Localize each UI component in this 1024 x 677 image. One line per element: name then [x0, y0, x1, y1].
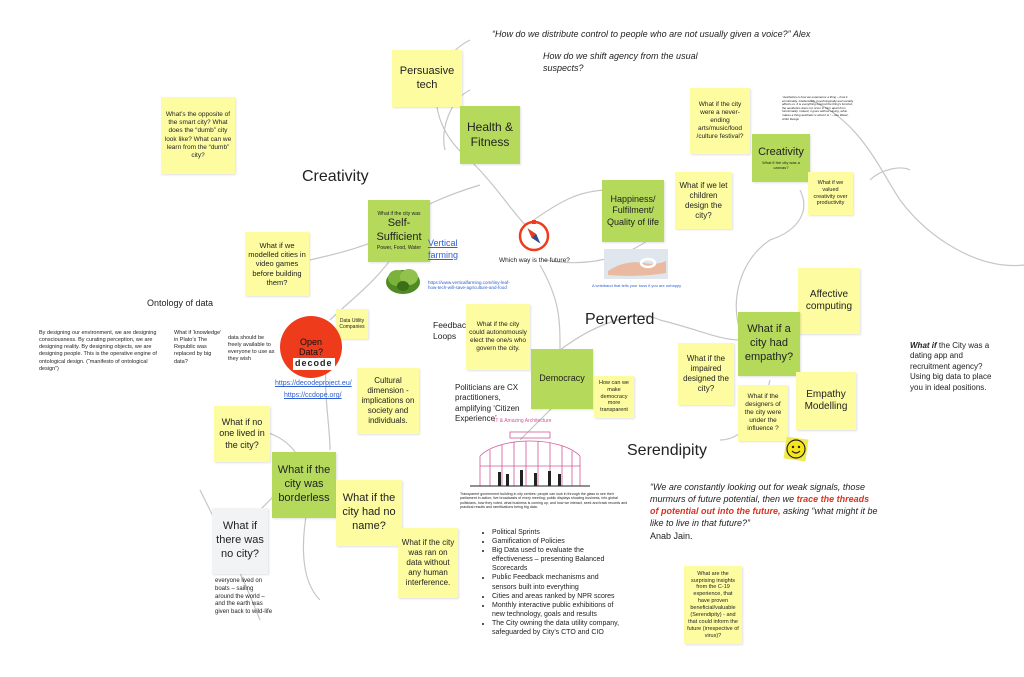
hand-caption: A wristband that tells your boss if you …	[592, 283, 682, 288]
note-city-canvas: What if the city was a canvas?	[762, 159, 800, 170]
note-self-sufficient-sub: Power, Food, Water	[377, 244, 421, 251]
bullet-item: Gamification of Policies	[492, 537, 622, 546]
link-decode-project[interactable]: https://decodeproject.eu/	[275, 380, 352, 387]
boats-text: everyone lived on boats – sailing around…	[215, 578, 273, 616]
note-health-fitness: Health & Fitness	[460, 106, 520, 164]
note-empathy-modelling: Empathy Modelling	[796, 372, 856, 430]
data-free-text: data should be freely available to every…	[228, 335, 275, 363]
note-no-one-lived: What if no one lived in the city?	[214, 406, 270, 462]
lettuce-icon	[386, 269, 420, 294]
note-self-sufficient-question: What if the city was	[377, 211, 421, 217]
parliament-caption: Transparent government building in city …	[460, 492, 628, 510]
heading-ontology: Ontology of data	[147, 298, 214, 308]
link-ccdope[interactable]: https://ccdope.org/	[284, 392, 342, 399]
note-opposite-smart-city: What’s the opposite of the smart city? W…	[161, 97, 235, 174]
compass-caption: Which way is the future?	[499, 257, 570, 264]
link-vertical-farming[interactable]: Vertical farming	[428, 238, 459, 260]
compass-icon	[518, 220, 550, 252]
note-impaired-designed: What if the impaired designed the city?	[678, 343, 734, 405]
heading-feedback-loops: Feedback Loops	[433, 320, 471, 342]
heading-serendipity: Serendipity	[627, 442, 708, 459]
note-borderless: What if the city was borderless	[272, 452, 336, 518]
note-valued-creativity: What if we valued creativity over produc…	[808, 172, 853, 215]
note-never-ending-festival: What if the city were a never-ending art…	[690, 88, 750, 154]
note-autonomously-elect: What if the city could autonomously elec…	[466, 304, 530, 370]
vertical-farming-url[interactable]: https://www.verticalfarming.com/tiny-lea…	[428, 280, 510, 291]
bullet-item: Monthly interactive public exhibitions o…	[492, 601, 622, 619]
note-persuasive-tech: Persuasive tech	[392, 50, 462, 107]
note-no-city: What if there was no city?	[212, 508, 268, 574]
ontology-text: By designing our environment, we are des…	[39, 330, 157, 372]
bullet-item: Cities and areas ranked by NPR scores	[492, 592, 622, 601]
smiley-icon	[783, 436, 809, 462]
note-children-design: What if we let children design the city?	[675, 172, 732, 229]
dating-app-text: What if the City was a dating app and re…	[910, 341, 1002, 393]
bullet-item: The City owning the data utility company…	[492, 619, 622, 637]
note-transparent-democracy: How can we make democracy more transpare…	[594, 376, 634, 418]
open-data-label: Open Data?	[298, 337, 324, 357]
note-self-sufficient-title: Self-Sufficient	[376, 217, 422, 243]
note-democracy: Democracy	[531, 349, 593, 409]
note-video-games: What if we modelled cities in video game…	[245, 232, 309, 296]
note-happiness: Happiness/ Fulfilment/ Quality of life	[602, 180, 664, 242]
note-surprising-insights: What are the surprising insights from th…	[684, 566, 742, 644]
quote-anab-highlight: trace the threads of potential out into …	[650, 494, 870, 517]
quote-agency: How do we shift agency from the usual su…	[543, 51, 698, 73]
dating-what-if: What if	[910, 341, 937, 350]
quote-anab-author: Anab Jain.	[650, 530, 693, 541]
quote-alex: “How do we distribute control to people …	[492, 29, 811, 39]
heading-creativity: Creativity	[302, 168, 369, 185]
note-city-empathy: What if a city had empathy?	[738, 312, 800, 376]
note-creativity: Creativity What if the city was a canvas…	[752, 134, 810, 182]
aesthetics-quote: “Aesthetics is how we experience a thing…	[782, 95, 854, 121]
note-no-name: What if the city had no name?	[336, 480, 402, 546]
dating-rest: the City was a dating app and recruitmen…	[910, 341, 992, 392]
decode-logo: decode	[293, 358, 335, 370]
note-creativity-title: Creativity	[758, 146, 804, 159]
note-self-sufficient: What if the city was Self-Sufficient Pow…	[368, 200, 430, 262]
bullet-item: Political Sprints	[492, 528, 622, 537]
quote-anab-part3: asking “what might it be like to live in…	[650, 506, 878, 529]
bullet-item: Big Data used to evaluate the effectiven…	[492, 546, 622, 573]
knowledge-text: What if ‘knowledge’ in Plato’s The Repub…	[174, 330, 222, 365]
hand-icon	[604, 249, 668, 279]
bullet-item: Public Feedback mechanisms and sensors b…	[492, 573, 622, 591]
note-affective-computing: Affective computing	[798, 268, 860, 334]
link-amazing-architecture[interactable]: IT & Amazing Architecture	[494, 418, 552, 424]
note-ran-on-data: What if the city was ran on data without…	[398, 528, 458, 598]
ideas-bullet-list: Political Sprints Gamification of Polici…	[482, 528, 622, 637]
quote-anab-jain: “We are constantly looking out for weak …	[650, 481, 880, 542]
quote-anab-part1: “We are constantly looking out for weak …	[650, 482, 865, 505]
heading-perverted: Perverted	[585, 311, 655, 328]
note-designers-influence: What if the designers of the city were u…	[738, 385, 788, 441]
note-data-utility: Data Utility Companies	[336, 309, 368, 339]
parliament-icon	[470, 431, 590, 487]
note-cultural-dimension: Cultural dimension - implications on soc…	[357, 368, 419, 434]
politicians-text: Politicians are CX practitioners, amplif…	[455, 383, 520, 424]
